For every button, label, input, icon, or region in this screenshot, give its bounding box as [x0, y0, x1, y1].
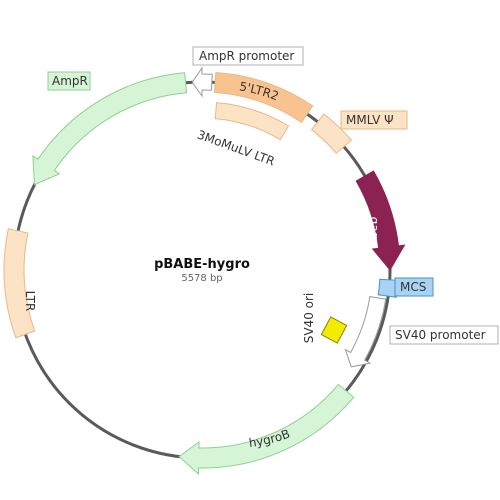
- label-text-3momulv-ltr: 3MoMuLV LTR: [195, 128, 276, 169]
- label-box-mcs: [394, 277, 434, 297]
- label-text-ampr: AmpR: [52, 74, 88, 88]
- label-mcs[interactable]: MCS: [394, 277, 434, 297]
- label-ampr-promoter[interactable]: AmpR promoter: [192, 46, 304, 66]
- label-text-mmlv-psi: MMLV Ψ: [346, 113, 394, 127]
- feature-ampr[interactable]: [32, 72, 188, 186]
- label-box-ampr: [47, 71, 91, 91]
- label-text-ltr: LTR: [23, 291, 37, 312]
- label-sv40-promoter[interactable]: SV40 promoter: [389, 325, 499, 345]
- feature-3momulv-ltr[interactable]: [214, 102, 290, 141]
- label-mmlv-psi[interactable]: MMLV Ψ: [340, 110, 408, 130]
- label-box-ampr-promoter: [192, 46, 304, 66]
- label-box-sv40-promoter: [389, 325, 499, 345]
- feature-sv40-promoter[interactable]: [344, 296, 387, 368]
- feature-mmlv-psi[interactable]: [310, 113, 353, 154]
- feature-sv40-ori[interactable]: [320, 316, 348, 344]
- plasmid-name: pBABE-hygro: [154, 257, 250, 272]
- feature-ltr[interactable]: [3, 228, 36, 339]
- label-ampr[interactable]: AmpR: [47, 71, 91, 91]
- label-text-gag: gag: [367, 217, 381, 240]
- label-text-sv40-ori: SV40 ori: [302, 293, 316, 344]
- label-text-mcs: MCS: [400, 280, 426, 294]
- feature-gag[interactable]: [355, 170, 406, 271]
- label-box-mmlv-psi: [340, 110, 408, 130]
- label-text-sv40-promoter: SV40 promoter: [395, 328, 486, 342]
- plasmid-size: 5578 bp: [181, 273, 222, 284]
- feature-ampr-promoter[interactable]: [191, 66, 213, 98]
- label-text-ampr-promoter: AmpR promoter: [199, 49, 294, 63]
- feature-hygrob[interactable]: [178, 383, 355, 476]
- feature-5ltr2[interactable]: [213, 71, 314, 124]
